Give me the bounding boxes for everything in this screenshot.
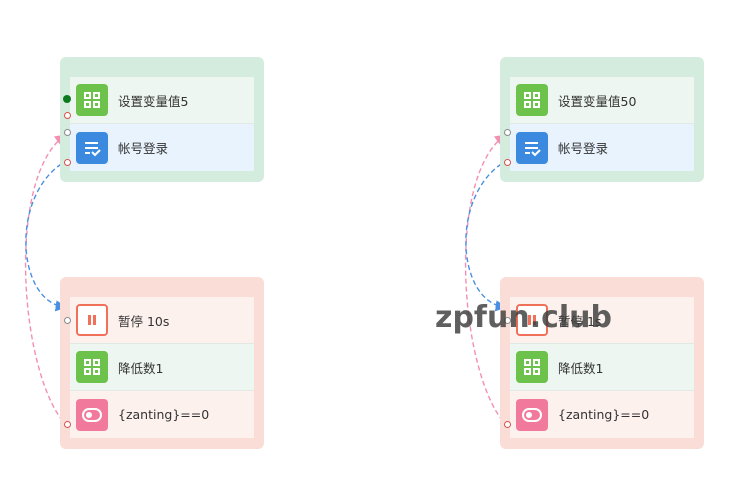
decrease-node[interactable]: 降低数1 xyxy=(510,344,694,391)
grid-icon xyxy=(76,84,108,116)
login-node[interactable]: 帐号登录 xyxy=(504,124,694,171)
link-login-to-pause-right[interactable] xyxy=(465,159,509,312)
output-port[interactable] xyxy=(504,159,511,166)
input-port[interactable] xyxy=(64,317,71,324)
active-port xyxy=(63,95,71,103)
node-label: 设置变量值50 xyxy=(558,93,637,109)
login-node[interactable]: 帐号登录 xyxy=(64,124,254,171)
node-label: 降低数1 xyxy=(558,360,604,376)
left-top-group[interactable]: 设置变量值5 帐号登录 xyxy=(60,57,264,182)
node-label: 设置变量值5 xyxy=(118,93,189,109)
grid-icon xyxy=(516,351,548,383)
node-label: 暂停 1s xyxy=(558,313,602,329)
output-port[interactable] xyxy=(64,159,71,166)
node-label: 帐号登录 xyxy=(118,141,169,156)
output-port[interactable] xyxy=(64,112,71,119)
input-port[interactable] xyxy=(64,129,71,136)
node-label: 帐号登录 xyxy=(558,141,609,156)
input-port[interactable] xyxy=(504,129,511,136)
decrease-node[interactable]: 降低数1 xyxy=(70,344,254,391)
grid-icon xyxy=(76,351,108,383)
node-label: {zanting}==0 xyxy=(118,407,210,422)
right-bottom-group[interactable]: 暂停 1s 降低数1 {zanting}==0 xyxy=(500,277,704,449)
output-port[interactable] xyxy=(504,421,511,428)
node-label: {zanting}==0 xyxy=(558,407,650,422)
input-port[interactable] xyxy=(504,317,511,324)
checklist-icon xyxy=(516,131,548,164)
pause-node[interactable]: 暂停 10s xyxy=(64,297,254,344)
node-label: 暂停 10s xyxy=(118,313,170,329)
output-port[interactable] xyxy=(64,421,71,428)
grid-icon xyxy=(516,84,548,116)
node-label: 降低数1 xyxy=(118,360,164,376)
condition-node[interactable]: {zanting}==0 xyxy=(504,391,694,438)
pause-node[interactable]: 暂停 1s xyxy=(504,297,694,344)
checklist-icon xyxy=(76,131,108,164)
link-loop-back-right[interactable] xyxy=(464,134,509,428)
toggle-icon xyxy=(76,398,108,431)
toggle-icon xyxy=(516,398,548,431)
set-variable-node[interactable]: 设置变量值50 xyxy=(510,77,694,124)
link-loop-back-left[interactable] xyxy=(24,134,69,428)
pause-icon xyxy=(516,304,548,336)
left-bottom-group[interactable]: 暂停 10s 降低数1 {zanting}==0 xyxy=(60,277,264,449)
watermark: zpfun.club xyxy=(435,300,612,335)
right-top-group[interactable]: 设置变量值50 帐号登录 xyxy=(500,57,704,182)
set-variable-node[interactable]: 设置变量值5 xyxy=(63,77,254,124)
pause-icon xyxy=(76,304,108,336)
link-login-to-pause-left[interactable] xyxy=(25,159,69,312)
condition-node[interactable]: {zanting}==0 xyxy=(64,391,254,438)
